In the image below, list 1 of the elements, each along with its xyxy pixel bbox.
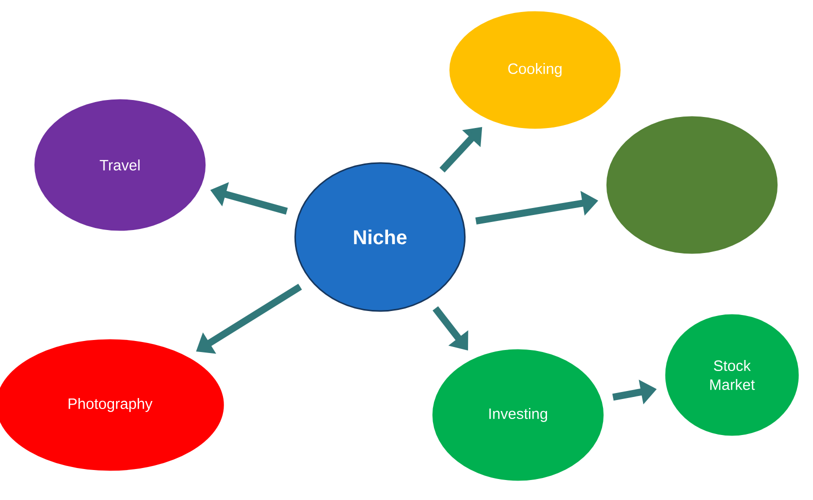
- empty-circle: [606, 116, 778, 254]
